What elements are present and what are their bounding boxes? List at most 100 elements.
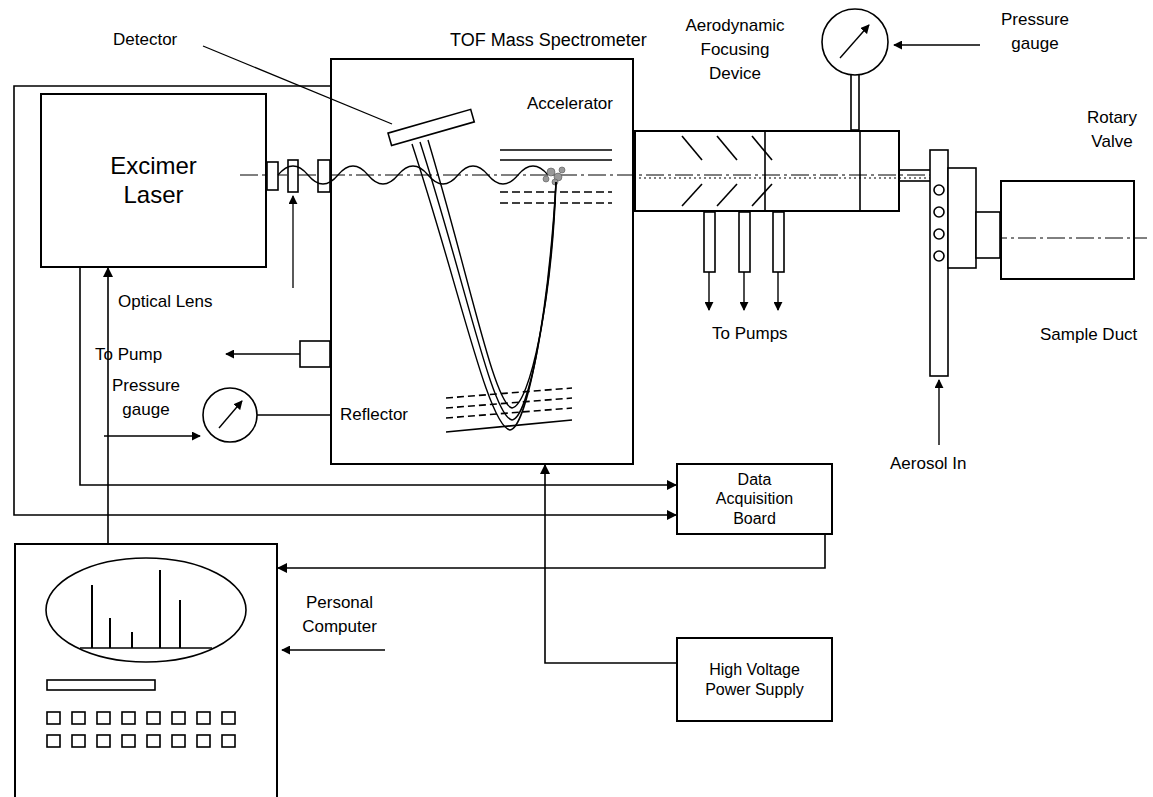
key — [47, 712, 60, 724]
optical-lens — [288, 160, 298, 192]
drive-slot — [47, 680, 155, 690]
part-label: Pressure gauge — [100, 374, 192, 422]
spectrum-peak — [109, 618, 111, 648]
pump-port — [300, 341, 330, 367]
node-heading: Aerodynamic Focusing Device — [676, 14, 794, 85]
valve-hole — [934, 251, 944, 261]
nozzle-lens — [752, 136, 772, 160]
part-label: Detector — [113, 28, 177, 52]
spectrum-baseline — [80, 647, 212, 649]
key — [197, 735, 210, 747]
process-box: High Voltage Power Supply — [676, 637, 833, 722]
lens-pointer — [292, 196, 293, 288]
ion-trajectory — [412, 144, 556, 430]
key — [97, 712, 110, 724]
laser-window — [267, 162, 278, 190]
pointer-arrow — [104, 435, 200, 436]
connector — [107, 268, 109, 543]
ion — [559, 167, 565, 173]
reflector-grid — [446, 398, 572, 408]
spectrum-peak — [91, 585, 93, 648]
part-label: Sample Duct — [1040, 323, 1137, 347]
node-text: High Voltage Power Supply — [696, 660, 814, 698]
ion — [547, 168, 555, 176]
pump-pipe — [704, 212, 715, 272]
spectrum-peak — [131, 632, 133, 648]
pump-arrow — [226, 353, 300, 354]
part-label: Pressure gauge — [985, 8, 1085, 56]
key — [47, 735, 60, 747]
entrance-window — [318, 160, 330, 192]
ion-cloud — [543, 167, 565, 185]
gauge-pipe — [257, 414, 330, 416]
pump-pipe — [773, 212, 784, 272]
nozzle-lens — [752, 184, 772, 206]
keyboard-keys — [47, 712, 235, 747]
monitor-screen — [46, 558, 246, 662]
node-heading: Personal Computer — [292, 591, 387, 639]
gauge-needle — [840, 25, 869, 58]
beam-axis — [240, 175, 930, 176]
node-heading: TOF Mass Spectrometer — [450, 28, 647, 53]
laser-box: Excimer Laser — [40, 93, 267, 268]
accelerator-grid — [500, 202, 612, 204]
aerosol-arrow — [938, 380, 939, 445]
key — [72, 712, 85, 724]
part-label: To Pumps — [712, 322, 788, 346]
key — [97, 735, 110, 747]
computer-box: Personal Computer — [14, 543, 278, 797]
node-text: Excimer Laser — [89, 152, 219, 210]
key — [72, 735, 85, 747]
stage-wall — [764, 130, 766, 212]
valve-disc — [948, 168, 976, 268]
nozzle-lens — [717, 184, 737, 206]
part-label: Reflector — [340, 403, 408, 427]
reflector-grid — [446, 408, 572, 418]
accelerator-plate — [500, 159, 612, 161]
connector — [545, 465, 676, 663]
key — [197, 712, 210, 724]
pointer-arrow — [894, 44, 980, 45]
ion-trajectory — [428, 140, 556, 408]
rotary-valve: Rotary Valve — [1000, 180, 1135, 280]
valve-hole — [934, 207, 944, 217]
pressure-gauge — [203, 388, 257, 442]
key — [122, 712, 135, 724]
spectrum-peak — [159, 570, 161, 648]
ion-trajectory — [420, 142, 556, 420]
inlet-tube — [900, 169, 930, 171]
key — [172, 712, 185, 724]
valve-hole — [934, 229, 944, 239]
pump-arrow — [708, 272, 709, 310]
node-heading: Rotary Valve — [1082, 106, 1142, 154]
gauge-stem — [851, 74, 859, 130]
node-text: Data Acquisition Board — [705, 470, 805, 528]
pressure-gauge — [822, 9, 888, 75]
key — [147, 735, 160, 747]
laser-beam — [278, 166, 548, 184]
nozzle-lens — [682, 184, 702, 206]
connector — [278, 535, 825, 568]
nozzle-lens — [682, 136, 702, 160]
connector — [14, 86, 676, 515]
sample-duct — [930, 150, 948, 376]
pump-arrow — [777, 272, 778, 310]
ion — [543, 176, 549, 182]
reflector-grid — [446, 388, 572, 398]
pointer-arrow — [282, 649, 385, 650]
reflector-plate — [446, 420, 572, 432]
spectrometer-housing: TOF Mass Spectrometer — [330, 58, 634, 465]
connector — [80, 268, 676, 485]
process-box: Data Acquisition Board — [676, 463, 833, 535]
valve-hole — [934, 185, 944, 195]
spectrum-peak — [179, 600, 181, 648]
pump-arrow — [743, 272, 744, 310]
part-label: Optical Lens — [118, 290, 213, 314]
part-label: Accelerator — [527, 92, 613, 116]
key — [172, 735, 185, 747]
key — [147, 712, 160, 724]
part-label: Aerosol In — [890, 452, 967, 476]
valve-mount — [976, 212, 1000, 258]
